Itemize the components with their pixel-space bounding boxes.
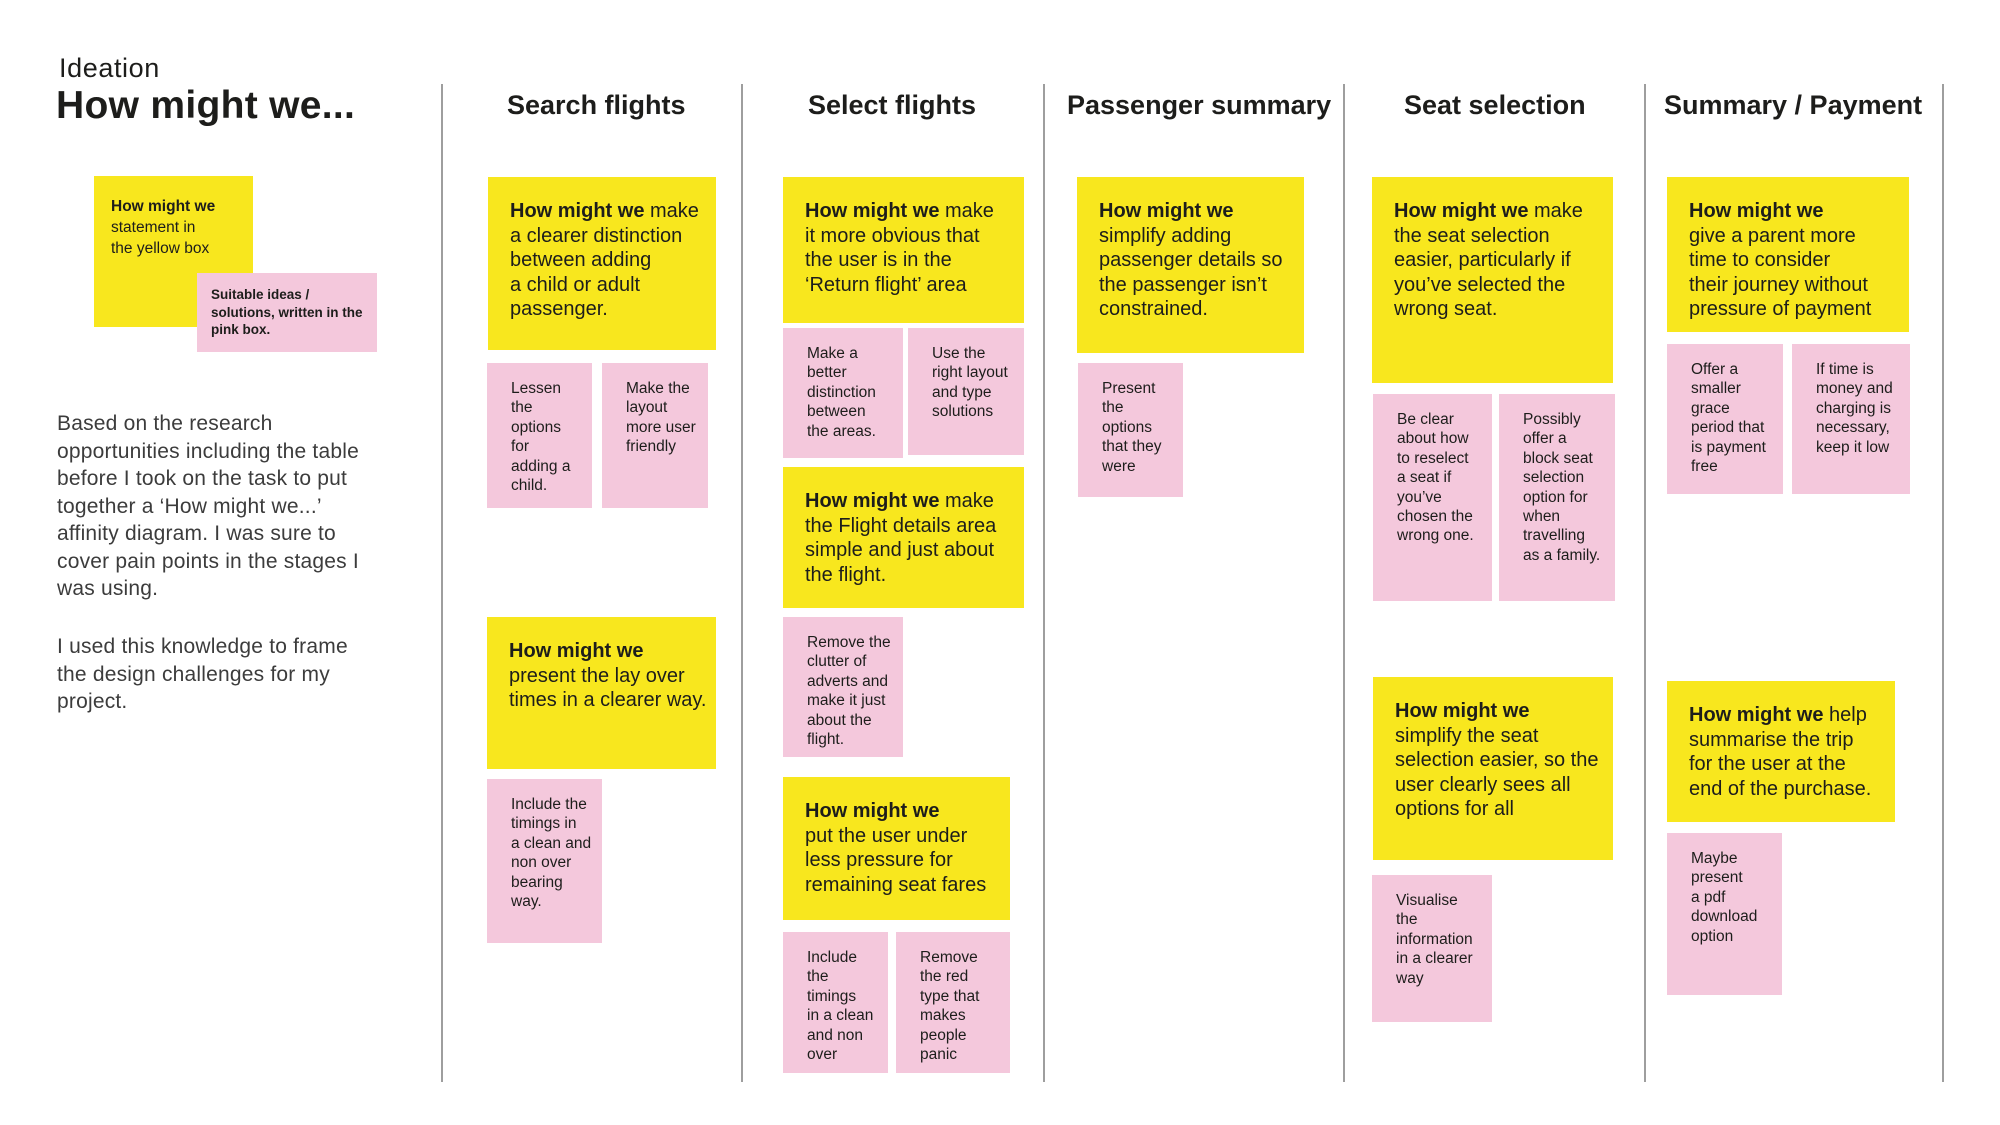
note-text: simplify the seat selection easier, so t… bbox=[1395, 724, 1599, 820]
note-text: help summarise the trip for the user at … bbox=[1689, 704, 1872, 800]
hmw-prefix: How might we bbox=[1394, 200, 1529, 222]
sticky-note-idea: Remove the clutter of adverts and make i… bbox=[783, 617, 903, 757]
hmw-prefix: How might we bbox=[805, 800, 940, 822]
column-heading-seat-selection: Seat selection bbox=[1404, 90, 1586, 120]
intro-paragraph-2: I used this knowledge to frame the desig… bbox=[57, 635, 348, 713]
column-divider bbox=[1343, 84, 1345, 1082]
hmw-prefix: How might we bbox=[805, 490, 940, 512]
sticky-note-hmw: How might we make the seat selection eas… bbox=[1372, 177, 1613, 383]
note-text: make it more obvious that the user is in… bbox=[805, 200, 994, 296]
sticky-note-hmw: How might we help summarise the trip for… bbox=[1667, 681, 1895, 822]
column-divider bbox=[1043, 84, 1045, 1082]
legend-yellow-note: How might we statement in the yellow box bbox=[94, 176, 253, 327]
hmw-prefix: How might we bbox=[1689, 704, 1824, 726]
sticky-note-idea: If time is money and charging is necessa… bbox=[1792, 344, 1910, 494]
sticky-note-hmw: How might we make it more obvious that t… bbox=[783, 177, 1024, 323]
hmw-prefix: How might we bbox=[510, 200, 645, 222]
hmw-prefix: How might we bbox=[1099, 200, 1234, 222]
sticky-note-idea: Include the timings in a clean and non o… bbox=[783, 932, 888, 1073]
sticky-note-idea: Use the right layout and type solutions bbox=[908, 328, 1024, 455]
sticky-note-hmw: How might we present the lay over times … bbox=[487, 617, 716, 769]
sticky-note-idea: Be clear about how to reselect a seat if… bbox=[1373, 394, 1492, 601]
sticky-note-idea: Maybe present a pdf download option bbox=[1667, 833, 1782, 995]
note-text: make the Flight details area simple and … bbox=[805, 490, 997, 586]
note-text: put the user under less pressure for rem… bbox=[805, 824, 987, 896]
note-text: simplify adding passenger details so the… bbox=[1099, 224, 1283, 320]
note-text: make a clearer distinction between addin… bbox=[510, 200, 699, 320]
column-heading-search-flights: Search flights bbox=[507, 90, 686, 120]
legend-yellow-bold: How might we bbox=[111, 198, 216, 215]
hmw-prefix: How might we bbox=[1689, 200, 1824, 222]
column-divider bbox=[1644, 84, 1646, 1082]
page-title: How might we... bbox=[56, 84, 356, 127]
sticky-note-idea: Include the timings in a clean and non o… bbox=[487, 779, 602, 943]
column-divider bbox=[441, 84, 443, 1082]
note-text: give a parent more time to consider thei… bbox=[1689, 224, 1872, 320]
column-divider bbox=[1942, 84, 1944, 1082]
sticky-note-hmw: How might we make a clearer distinction … bbox=[488, 177, 716, 350]
sticky-note-hmw: How might we make the Flight details are… bbox=[783, 467, 1024, 608]
column-heading-select-flights: Select flights bbox=[808, 90, 977, 120]
sticky-note-idea: Make the layout more user friendly bbox=[602, 363, 708, 508]
column-heading-summary-payment: Summary / Payment bbox=[1664, 90, 1923, 120]
sticky-note-hmw: How might we put the user under less pre… bbox=[783, 777, 1010, 920]
intro-paragraph-1: Based on the research opportunities incl… bbox=[57, 412, 359, 600]
page-eyebrow: Ideation bbox=[59, 53, 160, 83]
sticky-note-idea: Lessen the options for adding a child. bbox=[487, 363, 592, 508]
column-heading-passenger-summary: Passenger summary bbox=[1067, 90, 1332, 120]
sticky-note-idea: Possibly offer a block seat selection op… bbox=[1499, 394, 1615, 601]
note-text: present the lay over times in a clearer … bbox=[509, 664, 707, 711]
note-text: make the seat selection easier, particul… bbox=[1394, 200, 1583, 320]
sticky-note-idea: Present the options that they were bbox=[1078, 363, 1183, 497]
sticky-note-idea: Make a better distinction between the ar… bbox=[783, 328, 903, 458]
column-divider bbox=[741, 84, 743, 1082]
legend-yellow-text: statement in the yellow box bbox=[111, 219, 210, 257]
sticky-note-hmw: How might we simplify adding passenger d… bbox=[1077, 177, 1304, 353]
sticky-note-idea: Offer a smaller grace period that is pay… bbox=[1667, 344, 1783, 494]
sticky-note-idea: Remove the red type that makes people pa… bbox=[896, 932, 1010, 1073]
sticky-note-idea: Visualise the information in a clearer w… bbox=[1372, 875, 1492, 1022]
hmw-prefix: How might we bbox=[509, 640, 644, 662]
sticky-note-hmw: How might we give a parent more time to … bbox=[1667, 177, 1909, 332]
sticky-note-hmw: How might we simplify the seat selection… bbox=[1373, 677, 1613, 860]
hmw-prefix: How might we bbox=[1395, 700, 1530, 722]
hmw-prefix: How might we bbox=[805, 200, 940, 222]
legend-pink-note: Suitable ideas / solutions, written in t… bbox=[197, 273, 377, 352]
